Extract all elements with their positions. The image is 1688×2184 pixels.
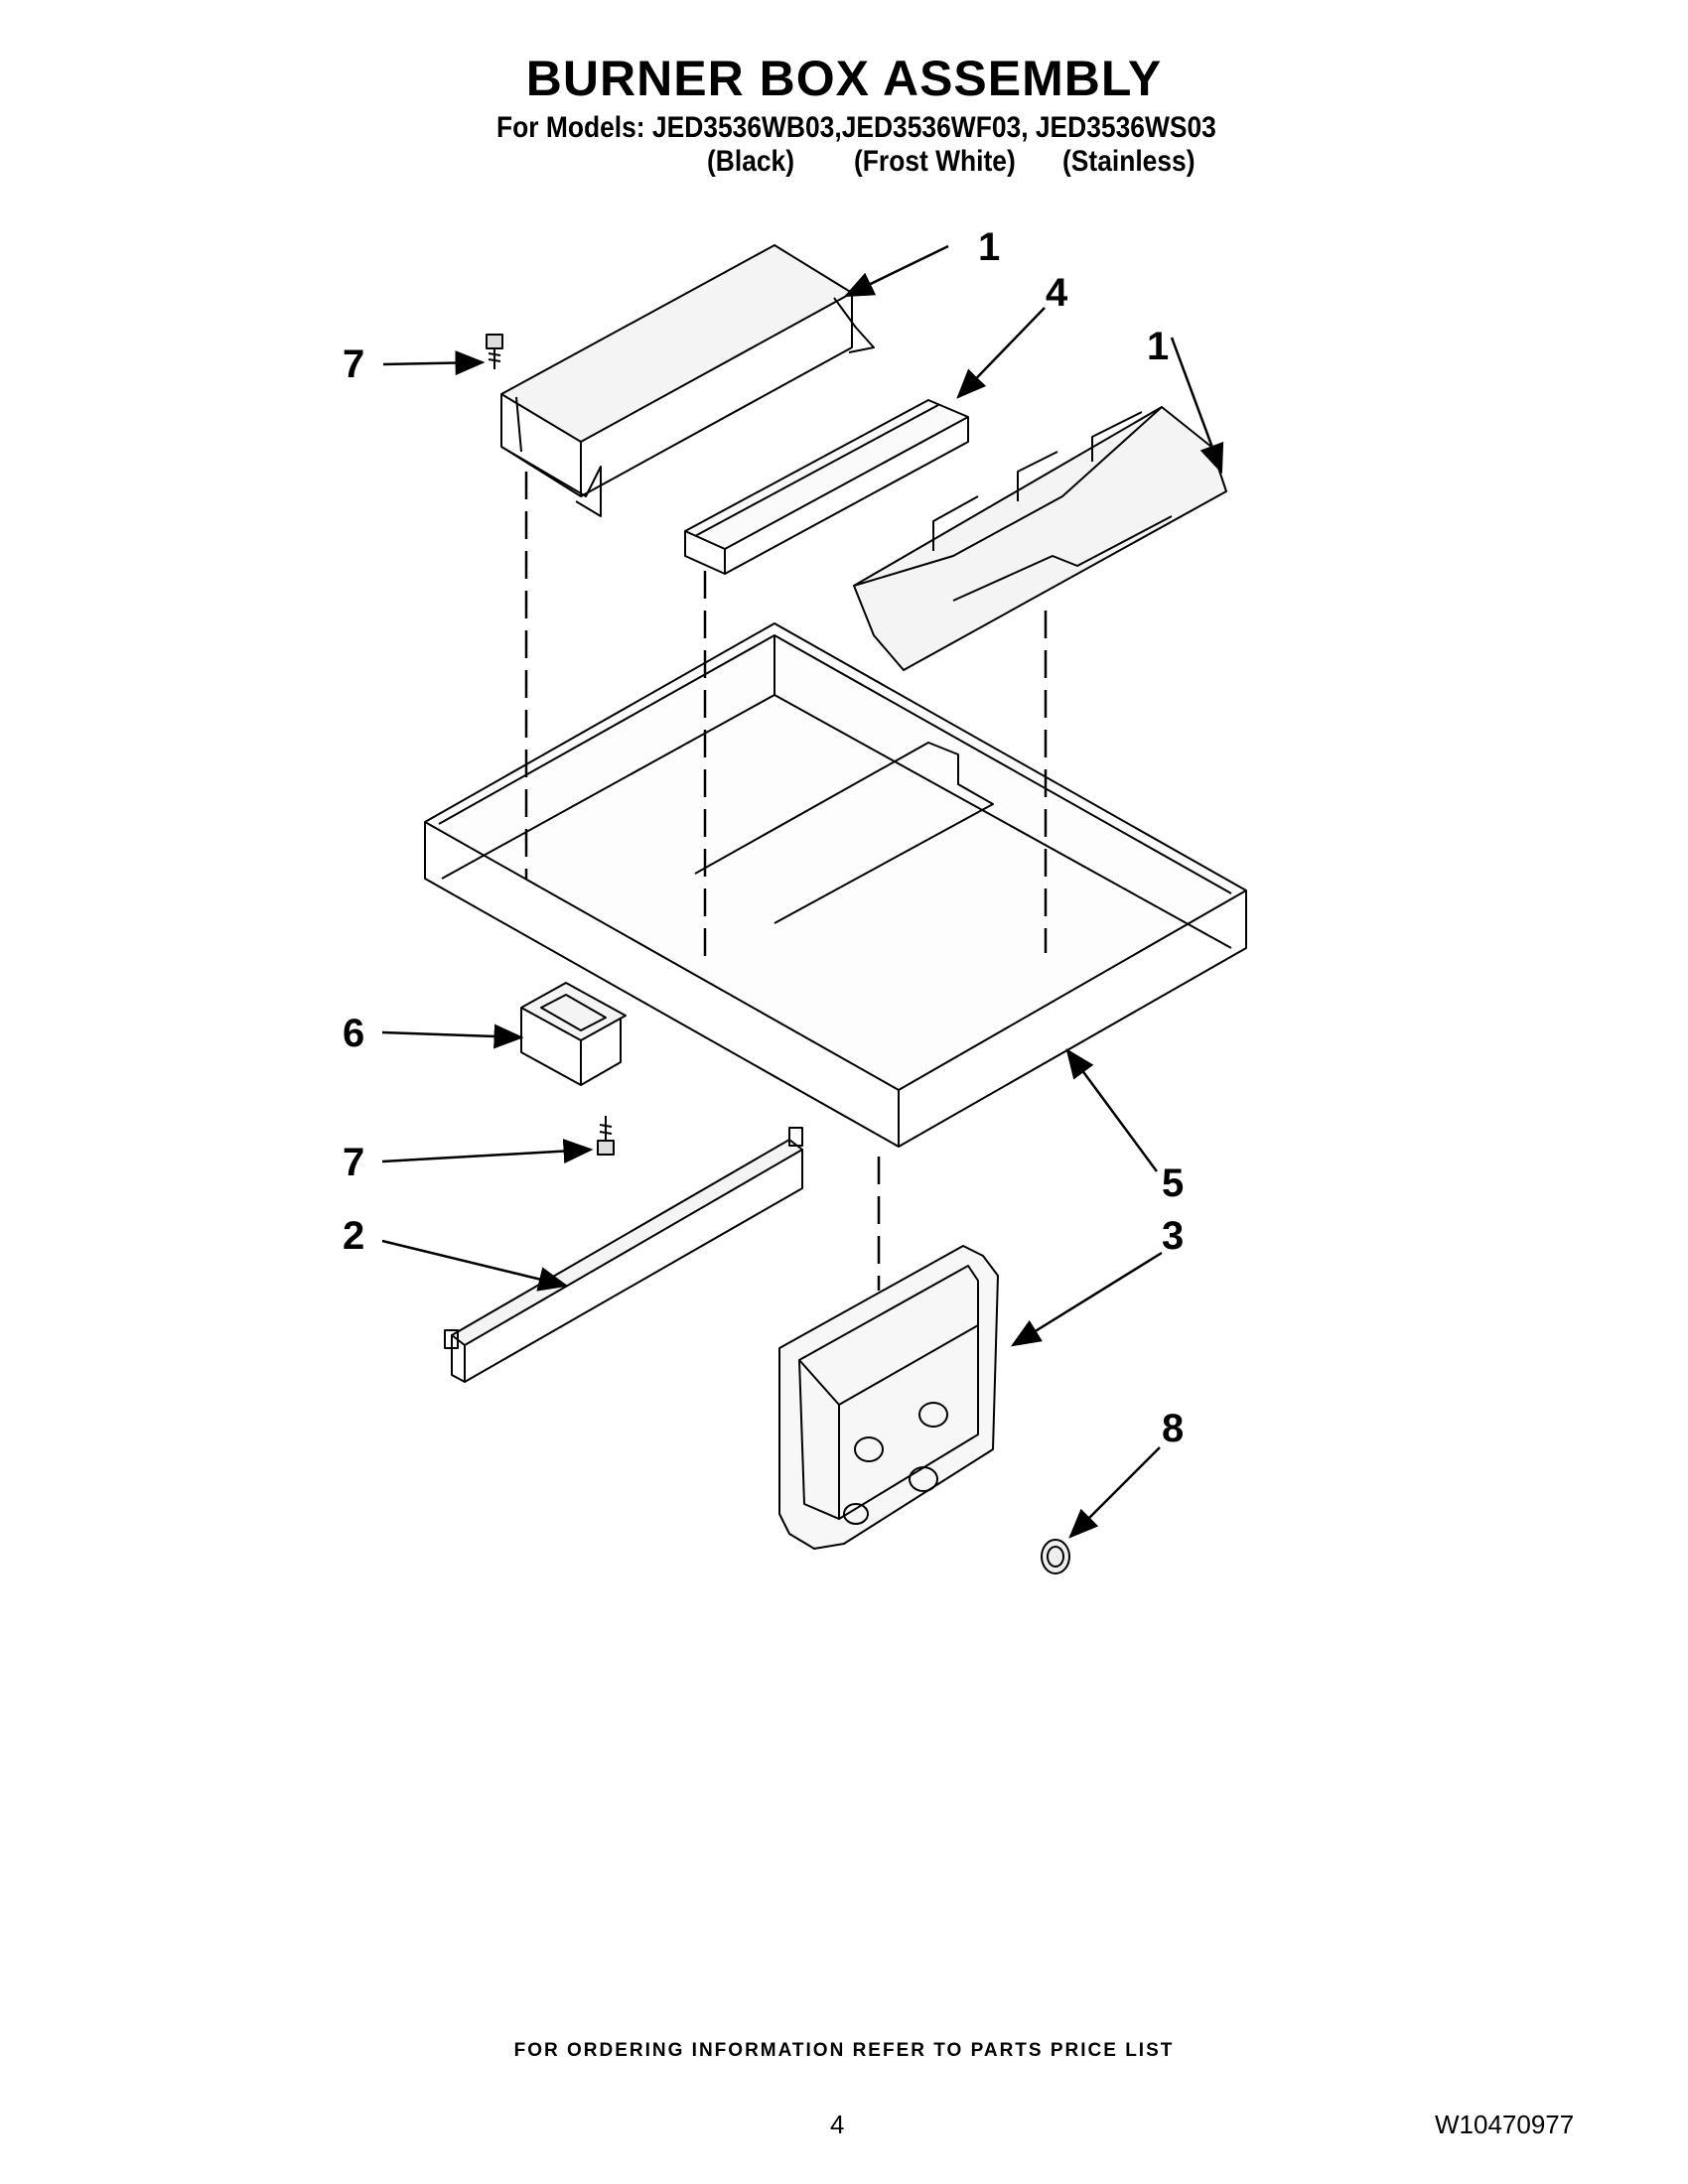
ordering-note: FOR ORDERING INFORMATION REFER TO PARTS … — [513, 2040, 1175, 2061]
callout-1-top: 1 — [978, 225, 1000, 269]
part-8-plug — [1041, 1539, 1070, 1574]
callout-2: 2 — [343, 1214, 364, 1258]
finish-stainless: (Stainless) — [1062, 145, 1196, 178]
callout-3: 3 — [1162, 1214, 1184, 1258]
part-7-screw-bottom — [597, 1116, 615, 1156]
callout-7-top: 7 — [343, 342, 364, 386]
finish-frost-white: (Frost White) — [854, 145, 1016, 178]
models-line: For Models: JED3536WB03,JED3536WF03, JED… — [496, 111, 1216, 144]
part-3-burner-pan — [778, 1245, 999, 1550]
part-6-junction-box — [520, 982, 627, 1086]
part-2-bracket-rail — [444, 1127, 803, 1383]
leader-arrows — [381, 244, 1224, 1539]
callout-1-right: 1 — [1147, 325, 1169, 368]
callout-4: 4 — [1046, 271, 1068, 315]
part-1-shield-right — [853, 406, 1227, 671]
document-number: W10470977 — [1435, 2110, 1575, 2139]
callout-8: 8 — [1162, 1407, 1184, 1450]
finish-black: (Black) — [707, 145, 795, 178]
part-7-screw-top — [486, 334, 503, 369]
part-5-burner-box — [424, 622, 1247, 1148]
part-4-channel — [684, 399, 969, 575]
callout-numbers: 1 4 1 7 6 7 2 5 3 8 — [343, 225, 1184, 1450]
callout-6: 6 — [343, 1012, 364, 1055]
page-number: 4 — [830, 2110, 845, 2139]
callout-7-bottom: 7 — [343, 1141, 364, 1184]
assembly-dash-lines — [524, 472, 1048, 1291]
page-title: BURNER BOX ASSEMBLY — [525, 51, 1163, 106]
callout-5: 5 — [1162, 1161, 1184, 1205]
